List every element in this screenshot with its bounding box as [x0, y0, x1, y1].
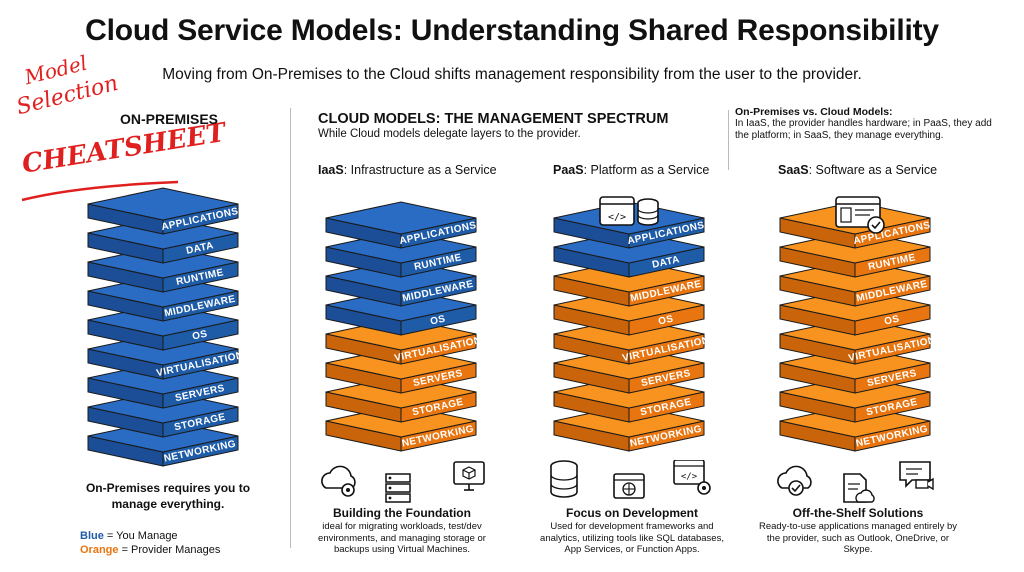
saas-card-desc: Ready-to-use applications managed entire…	[758, 521, 958, 555]
saas-icons	[777, 461, 934, 503]
iaas-card-title: Building the Foundation	[333, 506, 471, 520]
onprem-caption-line2: manage everything.	[111, 497, 225, 511]
iaas-layer-applications: APPLICATIONS	[325, 201, 478, 249]
database-icon	[550, 460, 578, 498]
server-rack-icon	[385, 473, 411, 503]
app-window-check-icon	[835, 196, 885, 234]
paas-card-desc: Used for development frameworks and anal…	[540, 521, 724, 555]
onprem-caption-line1: On-Premises requires you to	[85, 481, 251, 495]
cloud-gear-icon	[321, 465, 356, 497]
iaas-stack: NETWORKINGSTORAGESERVERSVIRTUALISATIONOS…	[325, 201, 483, 452]
saas-name: : Software as a Service	[808, 163, 938, 177]
handwritten-cheatsheet: CHEATSHEET	[20, 117, 228, 180]
svg-text:</>: </>	[681, 472, 698, 482]
paas-heading: PaaS: Platform as a Service	[553, 163, 709, 177]
svg-text:</>: </>	[608, 212, 626, 223]
page-title: Cloud Service Models: Understanding Shar…	[85, 14, 939, 47]
legend-blue-word: Blue	[80, 530, 104, 542]
paas-abbr: PaaS	[553, 163, 584, 177]
legend-blue: Blue = You Manage	[80, 529, 220, 543]
onprem-label-os: OS	[191, 329, 208, 343]
onprem-stack: NETWORKINGSTORAGESERVERSVIRTUALISATIONOS…	[87, 187, 245, 467]
iaas-card-desc: ideal for migrating workloads, test/dev …	[318, 521, 486, 555]
saas-heading: SaaS: Software as a Service	[778, 163, 937, 177]
saas-card-title: Off-the-Shelf Solutions	[792, 506, 924, 520]
chat-video-icon	[899, 461, 934, 491]
iaas-abbr: IaaS	[318, 163, 344, 177]
side-note-title: On-Premises vs. Cloud Models:	[735, 106, 893, 118]
paas-label-os: OS	[657, 314, 674, 328]
side-note-text: In IaaS, the provider handles hardware; …	[735, 118, 992, 141]
spectrum-heading: CLOUD MODELS: THE MANAGEMENT SPECTRUM	[318, 111, 669, 127]
iaas-name: : Infrastructure as a Service	[343, 163, 497, 177]
iaas-icons	[321, 461, 485, 503]
side-note: On-Premises vs. Cloud Models: In IaaS, t…	[735, 106, 995, 142]
cloud-check-icon	[777, 465, 812, 496]
virtual-machine-icon	[453, 461, 485, 491]
onprem-layer-applications: APPLICATIONS	[87, 187, 240, 235]
iaas-label-os: OS	[429, 314, 446, 328]
divider-left	[290, 108, 291, 548]
paas-name: : Platform as a Service	[583, 163, 710, 177]
page-subtitle: Moving from On-Premises to the Cloud shi…	[162, 66, 862, 83]
paas-icons: </>	[550, 460, 711, 499]
paas-stack: NETWORKINGSTORAGESERVERSVIRTUALISATIONOS…	[553, 201, 711, 452]
document-cloud-icon	[843, 473, 875, 503]
spectrum-subheading: While Cloud models delegate layers to th…	[318, 128, 581, 140]
web-app-icon	[613, 473, 645, 499]
legend-orange-text: = Provider Manages	[118, 544, 221, 556]
iaas-heading: IaaS: Infrastructure as a Service	[318, 163, 497, 177]
saas-stack: NETWORKINGSTORAGESERVERSVIRTUALISATIONOS…	[779, 201, 937, 452]
code-database-icon: </>	[599, 196, 659, 226]
onprem-caption: On-Premises requires you to manage every…	[78, 480, 258, 512]
onprem-heading: ON-PREMISES	[120, 111, 219, 127]
saas-abbr: SaaS	[778, 163, 809, 177]
divider-right	[728, 110, 729, 170]
legend-blue-text: = You Manage	[103, 530, 178, 542]
legend-orange-word: Orange	[80, 544, 119, 556]
code-window-gear-icon: </>	[673, 460, 711, 495]
paas-card-title: Focus on Development	[565, 506, 699, 520]
legend-orange: Orange = Provider Manages	[80, 543, 220, 557]
handwritten-underline	[21, 180, 179, 202]
legend: Blue = You Manage Orange = Provider Mana…	[80, 529, 220, 557]
saas-label-os: OS	[883, 314, 900, 328]
